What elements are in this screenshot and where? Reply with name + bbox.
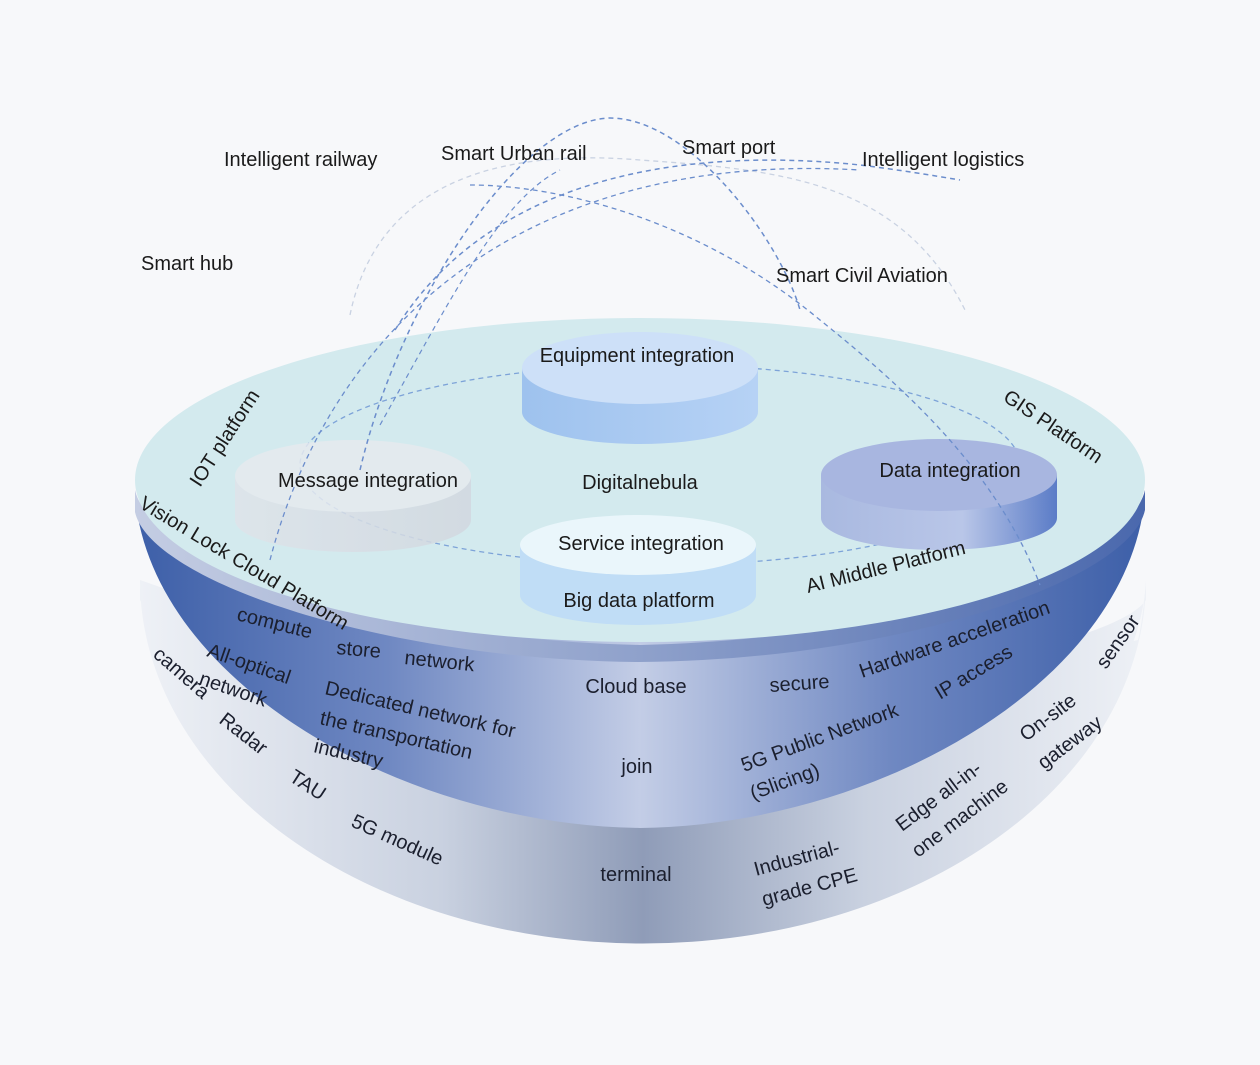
scenario-label: Smart Civil Aviation — [776, 265, 948, 287]
message-integration-label: Message integration — [278, 470, 458, 492]
message-cylinder — [235, 440, 471, 552]
scenario-label: Intelligent railway — [224, 149, 377, 171]
store-label: store — [336, 637, 382, 663]
cloud-base-label: Cloud base — [585, 676, 686, 698]
top-disc — [135, 318, 1145, 642]
scenario-label: Smart Urban rail — [441, 143, 587, 165]
data-cylinder — [821, 439, 1057, 550]
terminal-label: terminal — [600, 864, 671, 886]
scenario-label: Smart port — [682, 137, 776, 159]
join-label: join — [620, 756, 652, 778]
equipment-integration-label: Equipment integration — [540, 345, 735, 367]
service-cylinder — [520, 515, 756, 625]
data-integration-label: Data integration — [879, 460, 1020, 482]
scenario-label: Smart hub — [141, 253, 233, 275]
big-data-label: Big data platform — [563, 590, 714, 612]
secure-label: secure — [769, 671, 830, 697]
equipment-cylinder — [522, 332, 758, 444]
orbit-arcs — [269, 117, 1041, 586]
scenario-label: Intelligent logistics — [862, 149, 1024, 171]
center-label: Digitalnebula — [582, 472, 699, 494]
service-integration-label: Service integration — [558, 533, 724, 555]
